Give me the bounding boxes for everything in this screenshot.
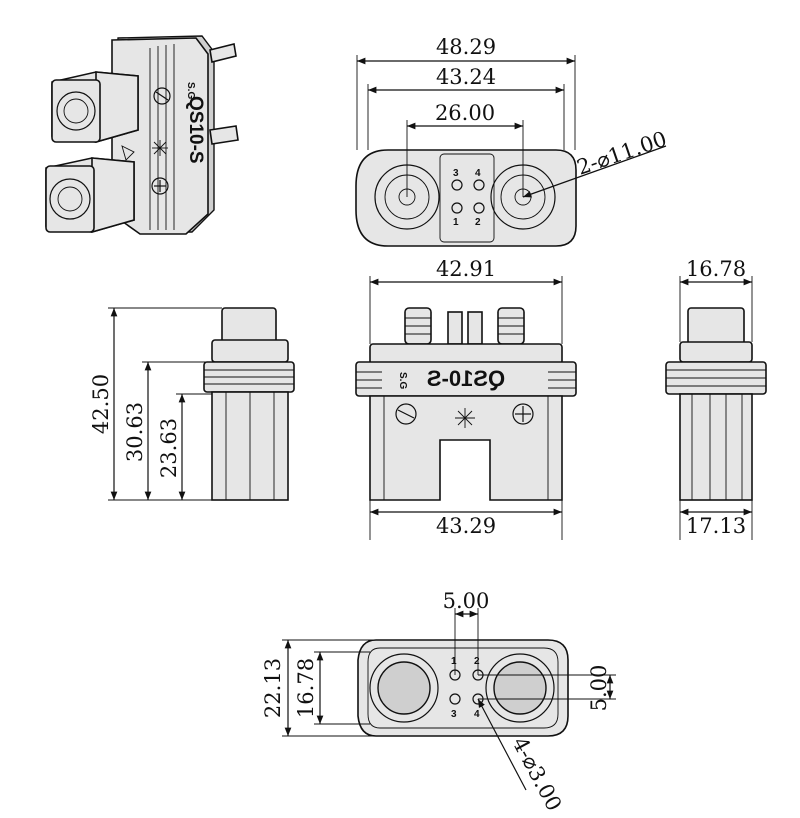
dim-bottom-pin-diameter: 4-⌀3.00: [508, 733, 567, 815]
dim-top-contact-pitch: 26.00: [435, 101, 495, 125]
dim-bottom-outer-height: 22.13: [261, 658, 285, 718]
top-pin-3-label: 3: [453, 168, 459, 179]
dim-right-bottom-width: 17.13: [686, 514, 746, 538]
front-polarity-label: S.G: [397, 372, 408, 389]
left-side-view: 42.50 30.63 23.63: [89, 307, 295, 501]
right-side-view: 16.78 17.13: [665, 257, 767, 540]
dim-top-overall-width: 48.29: [436, 35, 496, 59]
top-pin-2-label: 2: [475, 217, 481, 228]
iso-polarity-label: S.G: [185, 82, 196, 99]
dim-bottom-pin-pitch-h: 5.00: [443, 589, 490, 613]
dim-top-contact-diameter: 2-⌀11.00: [574, 127, 670, 180]
bottom-contact-left: [369, 653, 439, 723]
bottom-pin-2-label: 2: [474, 656, 480, 667]
dim-side-height-mid: 30.63: [123, 402, 147, 462]
dim-front-bottom-width: 43.29: [436, 514, 496, 538]
front-brand-label: QS10-S: [427, 366, 505, 391]
iso-brand-label: QS10-S: [185, 96, 206, 164]
top-view: 3 4 1 2 48.29 43.24 26.00 2-⌀11.00: [355, 35, 670, 247]
front-spark-logo-icon: [455, 408, 475, 428]
dim-top-inner-width: 43.24: [436, 65, 496, 89]
spark-logo-icon: [152, 140, 168, 156]
dim-front-top-width: 42.91: [436, 257, 496, 281]
bottom-contact-right: [485, 653, 555, 723]
bottom-pin-4-label: 4: [474, 709, 480, 720]
cooling-fins: [149, 44, 175, 230]
top-pin-4-label: 4: [475, 168, 481, 179]
bottom-view: 1 2 3 4 5.00 5.00 22.13 16.78 4-⌀3.00: [261, 589, 616, 815]
bottom-pin-3-label: 3: [451, 709, 457, 720]
dim-bottom-inner-height: 16.78: [294, 658, 318, 718]
dim-right-top-width: 16.78: [686, 257, 746, 281]
dim-side-height-low: 23.63: [157, 418, 181, 478]
bottom-pin-1-label: 1: [451, 656, 457, 667]
front-view: QS10-S S.G 42.91 43.29: [355, 257, 577, 540]
dim-side-height-total: 42.50: [89, 374, 113, 434]
top-pin-1-label: 1: [453, 217, 459, 228]
isometric-view: QS10-S S.G: [45, 35, 239, 235]
dim-bottom-pin-pitch-v: 5.00: [587, 665, 611, 712]
